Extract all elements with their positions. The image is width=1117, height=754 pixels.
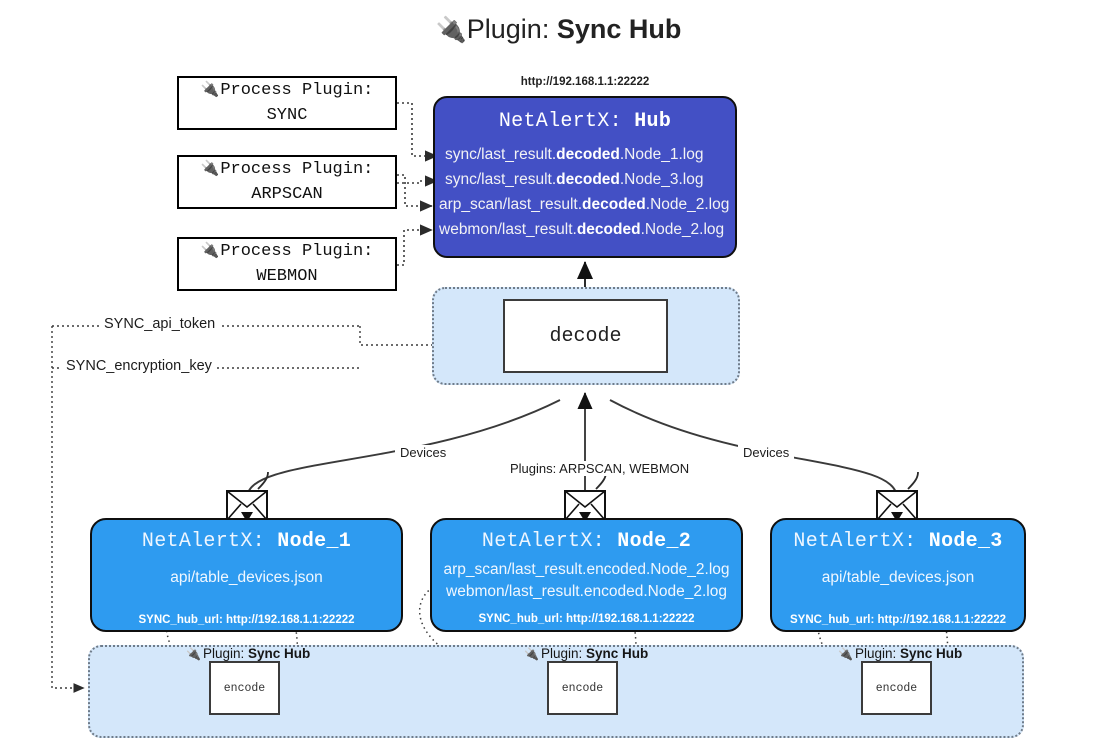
page-title: 🔌Plugin: Sync Hub — [0, 14, 1117, 45]
node-title: NetAlertX: Node_3 — [772, 530, 1024, 553]
node-title-name: Node_2 — [617, 530, 692, 553]
process-plugin-label: Process Plugin: — [220, 80, 374, 100]
node-title-prefix: NetAlertX: — [481, 530, 605, 553]
node-line: arp_scan/last_result.encoded.Node_2.log — [443, 561, 730, 578]
hub-log-item: sync/last_result.decoded.Node_3.log — [435, 167, 735, 192]
plug-icon: 🔌 — [200, 80, 220, 98]
encode-slot-label: 🔌Plugin: Sync Hub — [186, 646, 310, 661]
node-title: NetAlertX: Node_1 — [92, 530, 401, 553]
node-line: webmon/last_result.encoded.Node_2.log — [446, 583, 727, 600]
hub-log-list: sync/last_result.decoded.Node_1.log sync… — [435, 142, 735, 242]
hub-title: NetAlertX: Hub — [435, 110, 735, 133]
page-title-prefix: Plugin: — [466, 14, 550, 44]
node-box-node-2[interactable]: NetAlertX: Node_2 arp_scan/last_result.e… — [430, 518, 743, 632]
node-hub-url: SYNC_hub_url: http://192.168.1.1:22222 — [478, 613, 695, 625]
node-box-node-1[interactable]: NetAlertX: Node_1 api/table_devices.json… — [90, 518, 403, 632]
encode-slot-name: Sync Hub — [586, 646, 649, 661]
log-post: .Node_3.log — [619, 171, 704, 188]
node-line: api/table_devices.json — [821, 569, 975, 586]
encode-slot-name: Sync Hub — [248, 646, 311, 661]
process-plugin-sync-box[interactable]: 🔌Process Plugin: SYNC — [177, 76, 397, 130]
hub-log-item: webmon/last_result.decoded.Node_2.log — [435, 217, 735, 242]
node-title: NetAlertX: Node_2 — [432, 530, 741, 553]
encode-slot-name: Sync Hub — [900, 646, 963, 661]
log-bold: decoded — [556, 171, 620, 188]
process-plugin-arpscan-box[interactable]: 🔌Process Plugin: ARPSCAN — [177, 155, 397, 209]
encode-box[interactable]: encode — [547, 661, 618, 715]
encode-slot-label: 🔌Plugin: Sync Hub — [524, 646, 648, 661]
process-plugin-name: WEBMON — [256, 267, 318, 286]
sync-api-token-label: SYNC_api_token — [100, 316, 220, 332]
plug-icon: 🔌 — [435, 16, 467, 44]
encode-slot-prefix: Plugin: — [540, 646, 583, 661]
process-plugin-name: ARPSCAN — [251, 185, 323, 204]
log-pre: arp_scan/last_result. — [439, 196, 583, 213]
log-bold: decoded — [556, 146, 620, 163]
plug-icon: 🔌 — [186, 647, 201, 661]
node-title-name: Node_3 — [928, 530, 1003, 553]
node-title-prefix: NetAlertX: — [141, 530, 265, 553]
hub-title-name: Hub — [634, 110, 672, 133]
decode-box[interactable]: decode — [503, 299, 668, 373]
log-pre: sync/last_result. — [445, 146, 557, 163]
edge-label-plugins: Plugins: ARPSCAN, WEBMON — [505, 461, 695, 476]
plug-icon: 🔌 — [200, 159, 220, 177]
node-box-node-3[interactable]: NetAlertX: Node_3 api/table_devices.json… — [770, 518, 1026, 632]
log-post: .Node_1.log — [619, 146, 704, 163]
node-line: api/table_devices.json — [170, 569, 323, 586]
sync-encryption-key-label: SYNC_encryption_key — [62, 358, 216, 374]
process-plugin-name: SYNC — [266, 106, 308, 125]
page-title-name: Sync Hub — [556, 14, 682, 44]
hub-title-prefix: NetAlertX: — [498, 110, 622, 133]
node-title-name: Node_1 — [277, 530, 352, 553]
node-hub-url: SYNC_hub_url: http://192.168.1.1:22222 — [789, 614, 1007, 626]
plug-icon: 🔌 — [838, 647, 853, 661]
encode-box[interactable]: encode — [209, 661, 280, 715]
log-bold: decoded — [576, 221, 641, 238]
node-hub-url: SYNC_hub_url: http://192.168.1.1:22222 — [138, 614, 355, 626]
plug-icon: 🔌 — [200, 241, 220, 259]
hub-log-item: arp_scan/last_result.decoded.Node_2.log — [435, 192, 735, 217]
encode-box[interactable]: encode — [861, 661, 932, 715]
hub-box[interactable]: NetAlertX: Hub sync/last_result.decoded.… — [433, 96, 737, 258]
plug-icon: 🔌 — [524, 647, 539, 661]
log-bold: decoded — [582, 196, 646, 213]
log-post: .Node_2.log — [640, 221, 725, 238]
process-plugin-webmon-box[interactable]: 🔌Process Plugin: WEBMON — [177, 237, 397, 291]
edge-label-devices-left: Devices — [395, 445, 452, 460]
encode-slot-label: 🔌Plugin: Sync Hub — [838, 646, 962, 661]
encode-slot-prefix: Plugin: — [854, 646, 897, 661]
process-plugin-label: Process Plugin: — [220, 241, 374, 261]
hub-log-item: sync/last_result.decoded.Node_1.log — [435, 142, 735, 167]
envelope-icon — [226, 490, 268, 526]
encode-slot-prefix: Plugin: — [202, 646, 245, 661]
node-title-prefix: NetAlertX: — [793, 530, 917, 553]
log-pre: webmon/last_result. — [439, 221, 577, 238]
process-plugin-label: Process Plugin: — [220, 159, 374, 179]
log-post: .Node_2.log — [645, 196, 730, 213]
edge-label-devices-right: Devices — [738, 445, 795, 460]
log-pre: sync/last_result. — [445, 171, 557, 188]
hub-url-label: http://192.168.1.1:22222 — [520, 76, 650, 88]
